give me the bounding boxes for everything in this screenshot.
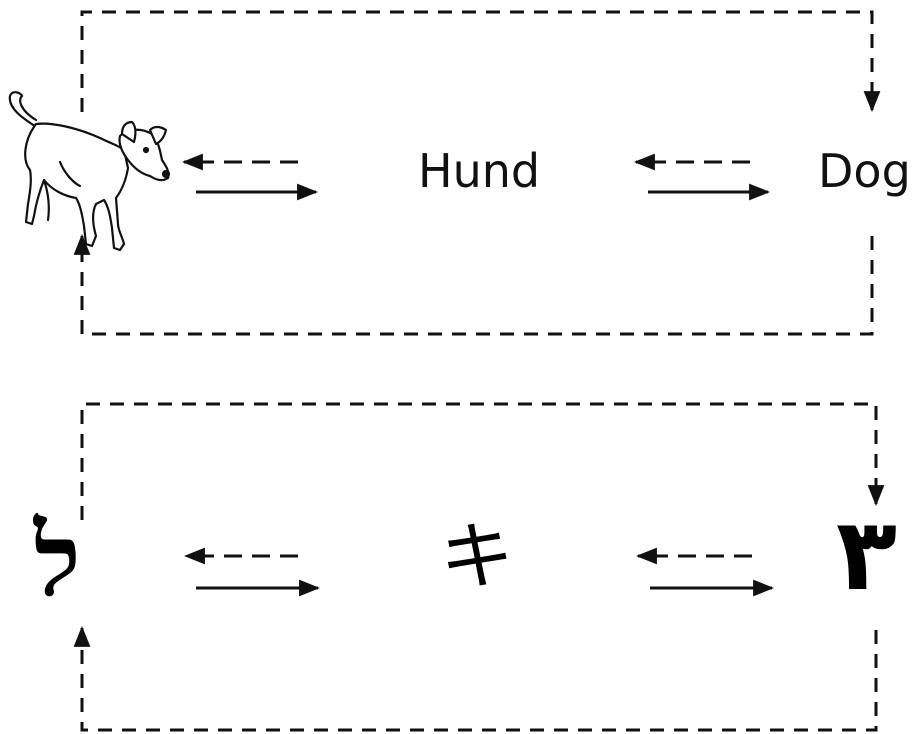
english-word-label: Dog xyxy=(818,144,911,198)
arabic-digit-symbol: ٣ xyxy=(836,496,898,613)
row2-arrows xyxy=(183,547,775,597)
row1-arrows xyxy=(181,153,771,201)
katakana-symbol: キ xyxy=(440,514,514,600)
hebrew-letter-symbol: ל xyxy=(34,501,81,619)
row1-top-loop-line xyxy=(80,10,881,113)
row1-feedback-loop xyxy=(73,10,881,336)
row2-top-loop-line xyxy=(80,402,885,520)
row2-feedback-loop xyxy=(73,402,885,732)
dog-illustration xyxy=(8,91,171,252)
row2-bottom-loop-line xyxy=(73,625,878,732)
german-word-label: Hund xyxy=(418,144,541,198)
row1-bottom-loop-line xyxy=(73,233,874,336)
